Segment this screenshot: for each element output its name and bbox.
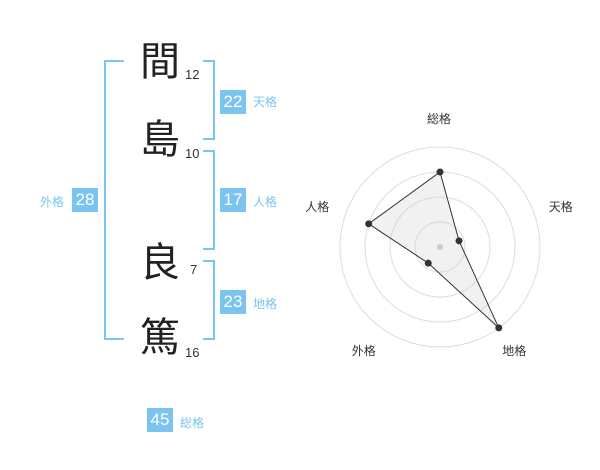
tenkaku-value: 22 bbox=[220, 90, 246, 114]
tenkaku-label: 天格 bbox=[253, 95, 278, 109]
radar-polygon bbox=[367, 171, 500, 329]
radar-ring bbox=[339, 146, 541, 348]
soukaku-value: 45 bbox=[147, 408, 173, 432]
jinkaku-value: 17 bbox=[220, 188, 246, 212]
jinkaku-label: 人格 bbox=[253, 195, 278, 209]
jinkaku-bracket bbox=[203, 150, 215, 250]
tenkaku-bracket bbox=[203, 60, 215, 140]
stroke-count-1: 12 bbox=[185, 67, 200, 82]
chikaku-bracket bbox=[203, 260, 215, 340]
radar-ring bbox=[414, 221, 466, 273]
radar-center bbox=[437, 244, 443, 250]
radar-point-3 bbox=[495, 324, 503, 332]
name-char-4: 篤 bbox=[140, 315, 180, 361]
radar-point-1 bbox=[436, 168, 444, 176]
radar-point-2 bbox=[455, 237, 463, 245]
radar-axis-label-4: 外格 bbox=[351, 343, 376, 358]
radar-axis-label-5: 人格 bbox=[305, 200, 330, 215]
stroke-count-4: 16 bbox=[185, 345, 200, 360]
radar-point-5 bbox=[365, 220, 373, 228]
gaikaku-value: 28 bbox=[72, 188, 98, 212]
radar-axis-label-3: 地格 bbox=[502, 343, 527, 358]
gaikaku-label: 外格 bbox=[40, 195, 65, 209]
name-char-2: 島 bbox=[140, 117, 180, 163]
chikaku-label: 地格 bbox=[253, 297, 278, 311]
radar-point-4 bbox=[424, 259, 432, 267]
soukaku-label: 総格 bbox=[180, 416, 205, 430]
stroke-count-2: 10 bbox=[185, 146, 200, 161]
gaikaku-bracket bbox=[104, 60, 124, 340]
radar-axis-label-2: 天格 bbox=[548, 200, 573, 215]
name-char-1: 間 bbox=[140, 39, 180, 85]
radar-axis-label-1: 総格 bbox=[427, 112, 452, 126]
stroke-count-3: 7 bbox=[190, 262, 198, 277]
chikaku-value: 23 bbox=[220, 290, 246, 314]
name-char-3: 良 bbox=[140, 240, 180, 286]
radar-ring bbox=[389, 196, 491, 298]
